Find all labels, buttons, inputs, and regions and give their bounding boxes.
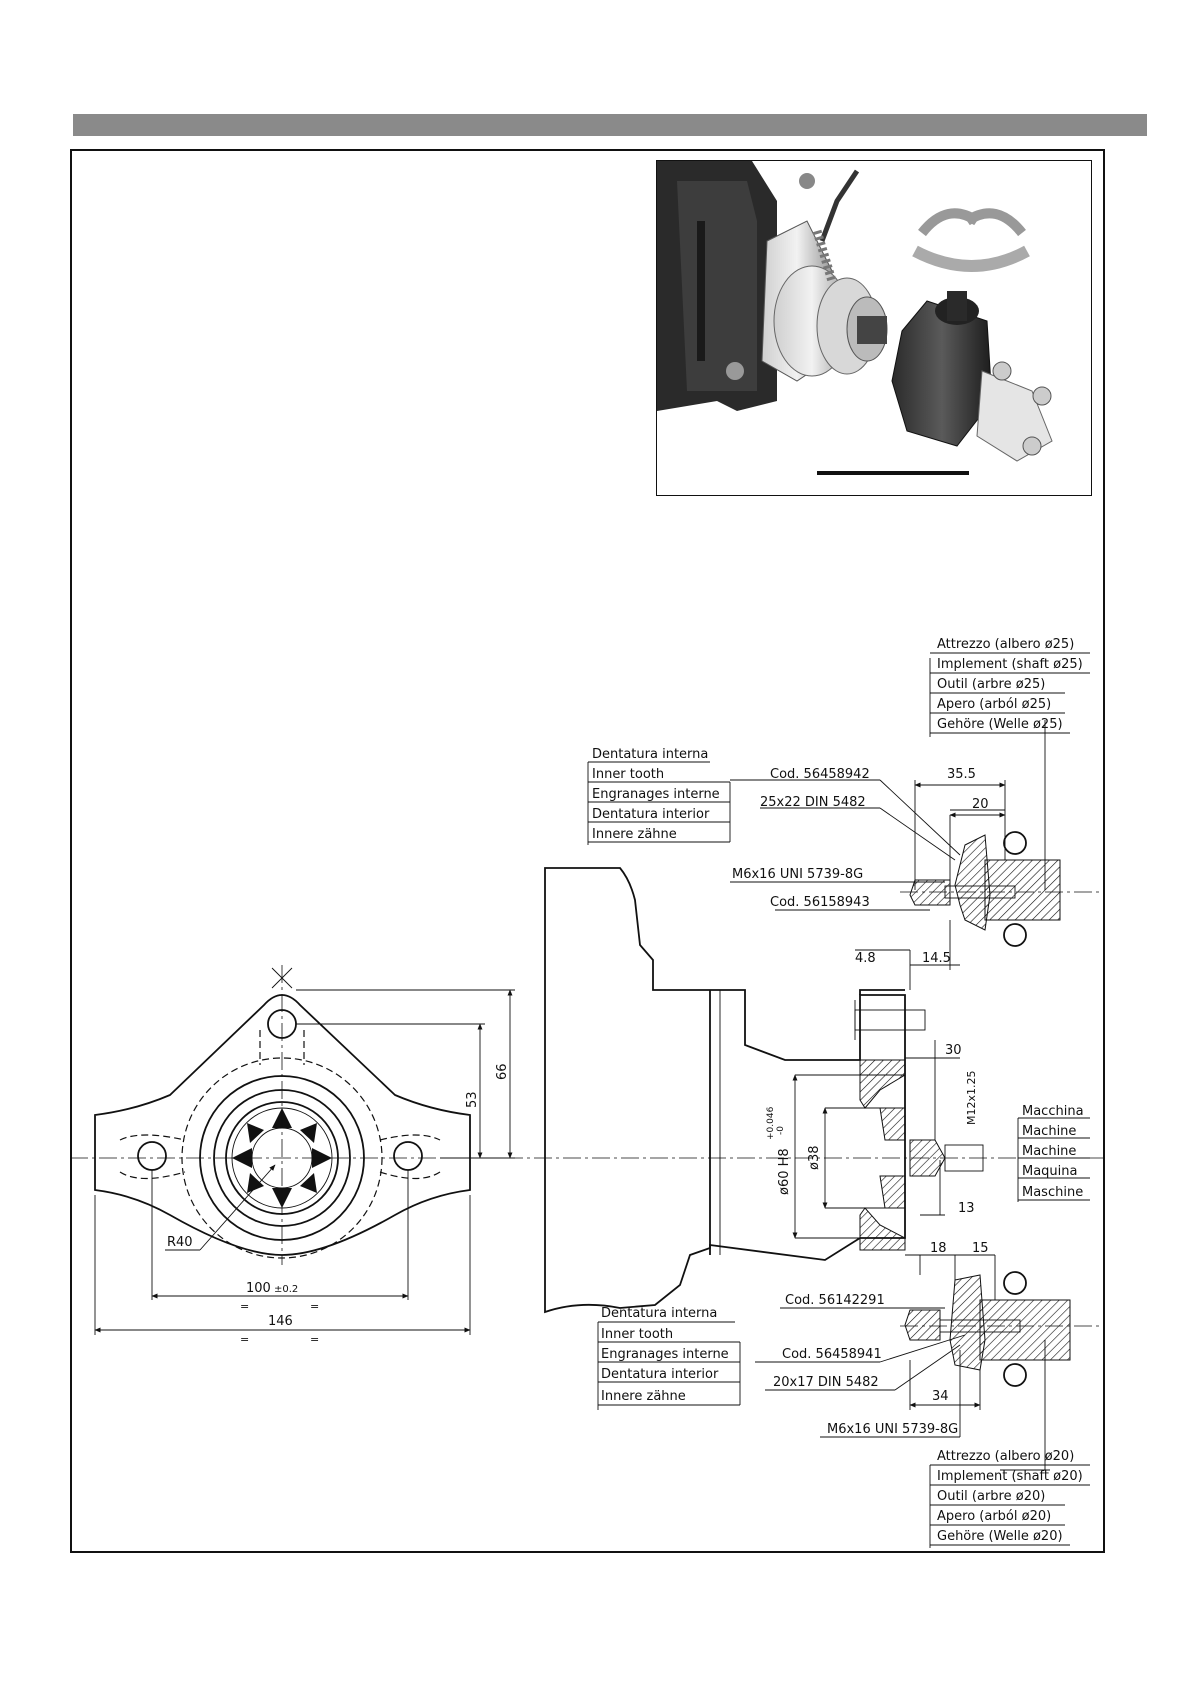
top-right-label-box: Attrezzo (albero ø25) Implement (shaft ø… bbox=[929, 637, 1090, 737]
code-bottom-cover: Cod. 56142291 bbox=[785, 1293, 885, 1308]
machine-label-4: Maquina bbox=[1022, 1164, 1078, 1179]
machine-label-5: Maschine bbox=[1022, 1185, 1083, 1200]
inner-tooth-label-box-top: Dentatura interna Inner tooth Engranages… bbox=[587, 747, 731, 845]
dim-r40: R40 bbox=[167, 1235, 193, 1250]
dim-18: 18 bbox=[930, 1241, 947, 1256]
dim-bore: ø60 H8 bbox=[777, 1148, 792, 1195]
bottom-right-label-5: Gehöre (Welle ø20) bbox=[937, 1529, 1063, 1544]
flange-side-section bbox=[544, 867, 995, 1314]
bottom-right-label-2: Implement (shaft ø20) bbox=[937, 1469, 1083, 1484]
dim-15: 15 bbox=[972, 1241, 989, 1256]
bottom-right-label-3: Outil (arbre ø20) bbox=[937, 1489, 1045, 1504]
bottom-right-label-1: Attrezzo (albero ø20) bbox=[937, 1449, 1074, 1464]
inner-tooth-top-3: Engranages interne bbox=[592, 787, 720, 802]
dim-eq-4: = bbox=[310, 1333, 319, 1346]
dim-13: 13 bbox=[958, 1201, 975, 1216]
inner-tooth-top-1: Dentatura interna bbox=[592, 747, 708, 762]
top-right-label-4: Apero (arból ø25) bbox=[937, 697, 1051, 712]
page-frame bbox=[70, 149, 1105, 1553]
code-bottom-spline: 20x17 DIN 5482 bbox=[773, 1375, 879, 1390]
top-right-label-2: Implement (shaft ø25) bbox=[937, 657, 1083, 672]
dim-34: 34 bbox=[932, 1389, 949, 1404]
inner-tooth-top-2: Inner tooth bbox=[592, 767, 664, 782]
top-right-label-3: Outil (arbre ø25) bbox=[937, 677, 1045, 692]
dim-thread: M12x1.25 bbox=[965, 1071, 978, 1126]
product-photo bbox=[656, 160, 1092, 496]
code-bottom-hub: Cod. 56458941 bbox=[782, 1347, 882, 1362]
top-right-label-5: Gehöre (Welle ø25) bbox=[937, 717, 1063, 732]
dim-eq-2: = bbox=[310, 1300, 319, 1313]
dim-bore-tol-upper: +0.046 bbox=[766, 1106, 776, 1140]
dim-100: 100 bbox=[246, 1281, 271, 1296]
machine-label-3: Machine bbox=[1022, 1144, 1076, 1159]
dim-eq-1: = bbox=[240, 1300, 249, 1313]
code-bottom-screw: M6x16 UNI 5739-8G bbox=[827, 1422, 958, 1437]
dim-35-5: 35.5 bbox=[947, 767, 976, 782]
dim-66: 66 bbox=[495, 1063, 510, 1080]
flange-front-view bbox=[70, 965, 1105, 1335]
inner-tooth-top-4: Dentatura interior bbox=[592, 807, 710, 822]
dim-4-8: 4.8 bbox=[855, 951, 876, 966]
inner-tooth-bottom-3: Engranages interne bbox=[601, 1347, 729, 1362]
code-top-cover: Cod. 56158943 bbox=[770, 895, 870, 910]
dim-eq-3: = bbox=[240, 1333, 249, 1346]
inner-tooth-top-5: Innere zähne bbox=[592, 827, 677, 842]
dim-146: 146 bbox=[268, 1314, 293, 1329]
code-top-spline: 25x22 DIN 5482 bbox=[760, 795, 866, 810]
header-bar bbox=[73, 114, 1147, 136]
inner-tooth-bottom-1: Dentatura interna bbox=[601, 1306, 717, 1321]
dim-30: 30 bbox=[945, 1043, 962, 1058]
inner-tooth-bottom-5: Innere zähne bbox=[601, 1389, 686, 1404]
dim-100-tol: ±0.2 bbox=[274, 1284, 298, 1295]
dim-20: 20 bbox=[972, 797, 989, 812]
code-top-screw: M6x16 UNI 5739-8G bbox=[732, 867, 863, 882]
machine-label-1: Macchina bbox=[1022, 1104, 1084, 1119]
inner-tooth-bottom-2: Inner tooth bbox=[601, 1327, 673, 1342]
bottom-right-label-4: Apero (arból ø20) bbox=[937, 1509, 1051, 1524]
bottom-coupling-detail bbox=[755, 1255, 1100, 1471]
machine-label-2: Machine bbox=[1022, 1124, 1076, 1139]
dim-53: 53 bbox=[465, 1091, 480, 1108]
inner-tooth-label-box-bottom: Dentatura interna Inner tooth Engranages… bbox=[597, 1306, 741, 1410]
dim-38: ø38 bbox=[807, 1146, 822, 1171]
code-top-hub: Cod. 56458942 bbox=[770, 767, 870, 782]
machine-label-box: Macchina Machine Machine Maquina Maschin… bbox=[1017, 1104, 1090, 1202]
bottom-right-label-box: Attrezzo (albero ø20) Implement (shaft ø… bbox=[929, 1449, 1090, 1548]
dim-bore-tol-lower: -0 bbox=[776, 1126, 786, 1135]
inner-tooth-bottom-4: Dentatura interior bbox=[601, 1367, 719, 1382]
top-right-label-1: Attrezzo (albero ø25) bbox=[937, 637, 1074, 652]
top-coupling-detail bbox=[730, 720, 1100, 990]
dim-14-5: 14.5 bbox=[922, 951, 951, 966]
